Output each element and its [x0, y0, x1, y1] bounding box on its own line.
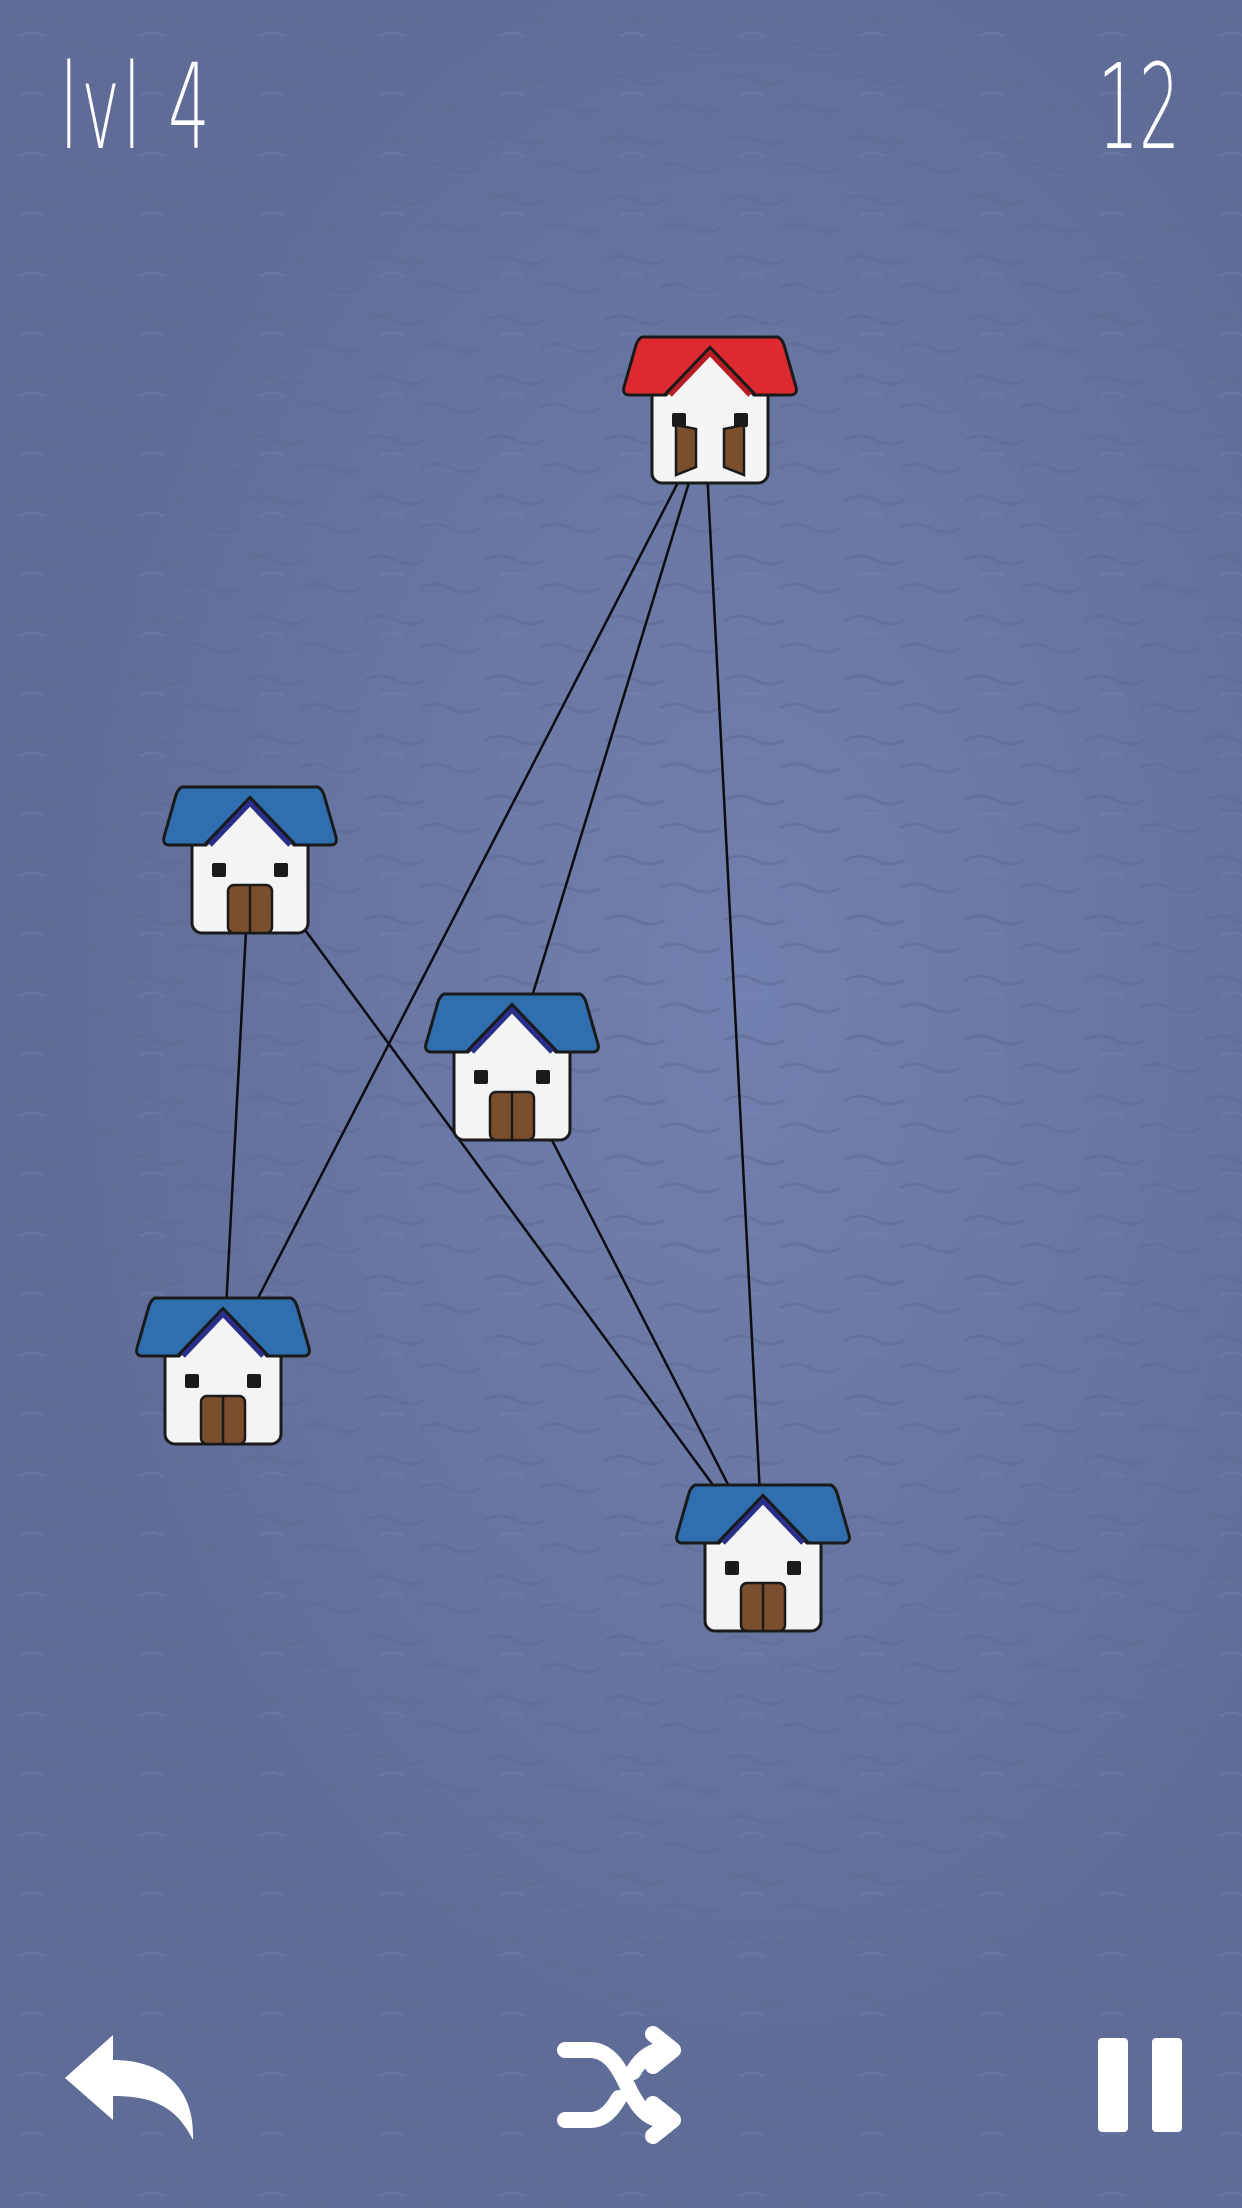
house-center[interactable]	[424, 992, 600, 1142]
undo-icon	[65, 2035, 194, 2140]
connection-line-left-upper-left-lower	[221, 854, 252, 1367]
shuffle-icon	[557, 2026, 681, 2144]
house-left-lower[interactable]	[135, 1296, 311, 1446]
pause-icon	[1098, 2038, 1182, 2132]
house-top[interactable]	[622, 335, 798, 485]
pause-button[interactable]	[1090, 2030, 1190, 2140]
level-indicator: lvl 4	[60, 38, 213, 176]
shuffle-button[interactable]	[555, 2020, 690, 2150]
connection-line-center-bottom-right	[510, 1061, 765, 1554]
connection-lines	[221, 429, 765, 1554]
moves-counter: 12	[1097, 38, 1180, 176]
connection-line-left-upper-bottom-right	[248, 854, 765, 1554]
undo-button[interactable]	[55, 2020, 205, 2150]
connection-line-top-center	[510, 429, 707, 1063]
connection-line-top-bottom-right	[703, 429, 765, 1554]
house-left-upper[interactable]	[162, 785, 338, 935]
houses	[135, 335, 851, 1633]
house-bottom-right[interactable]	[675, 1483, 851, 1633]
connection-line-top-left-lower	[221, 429, 707, 1367]
